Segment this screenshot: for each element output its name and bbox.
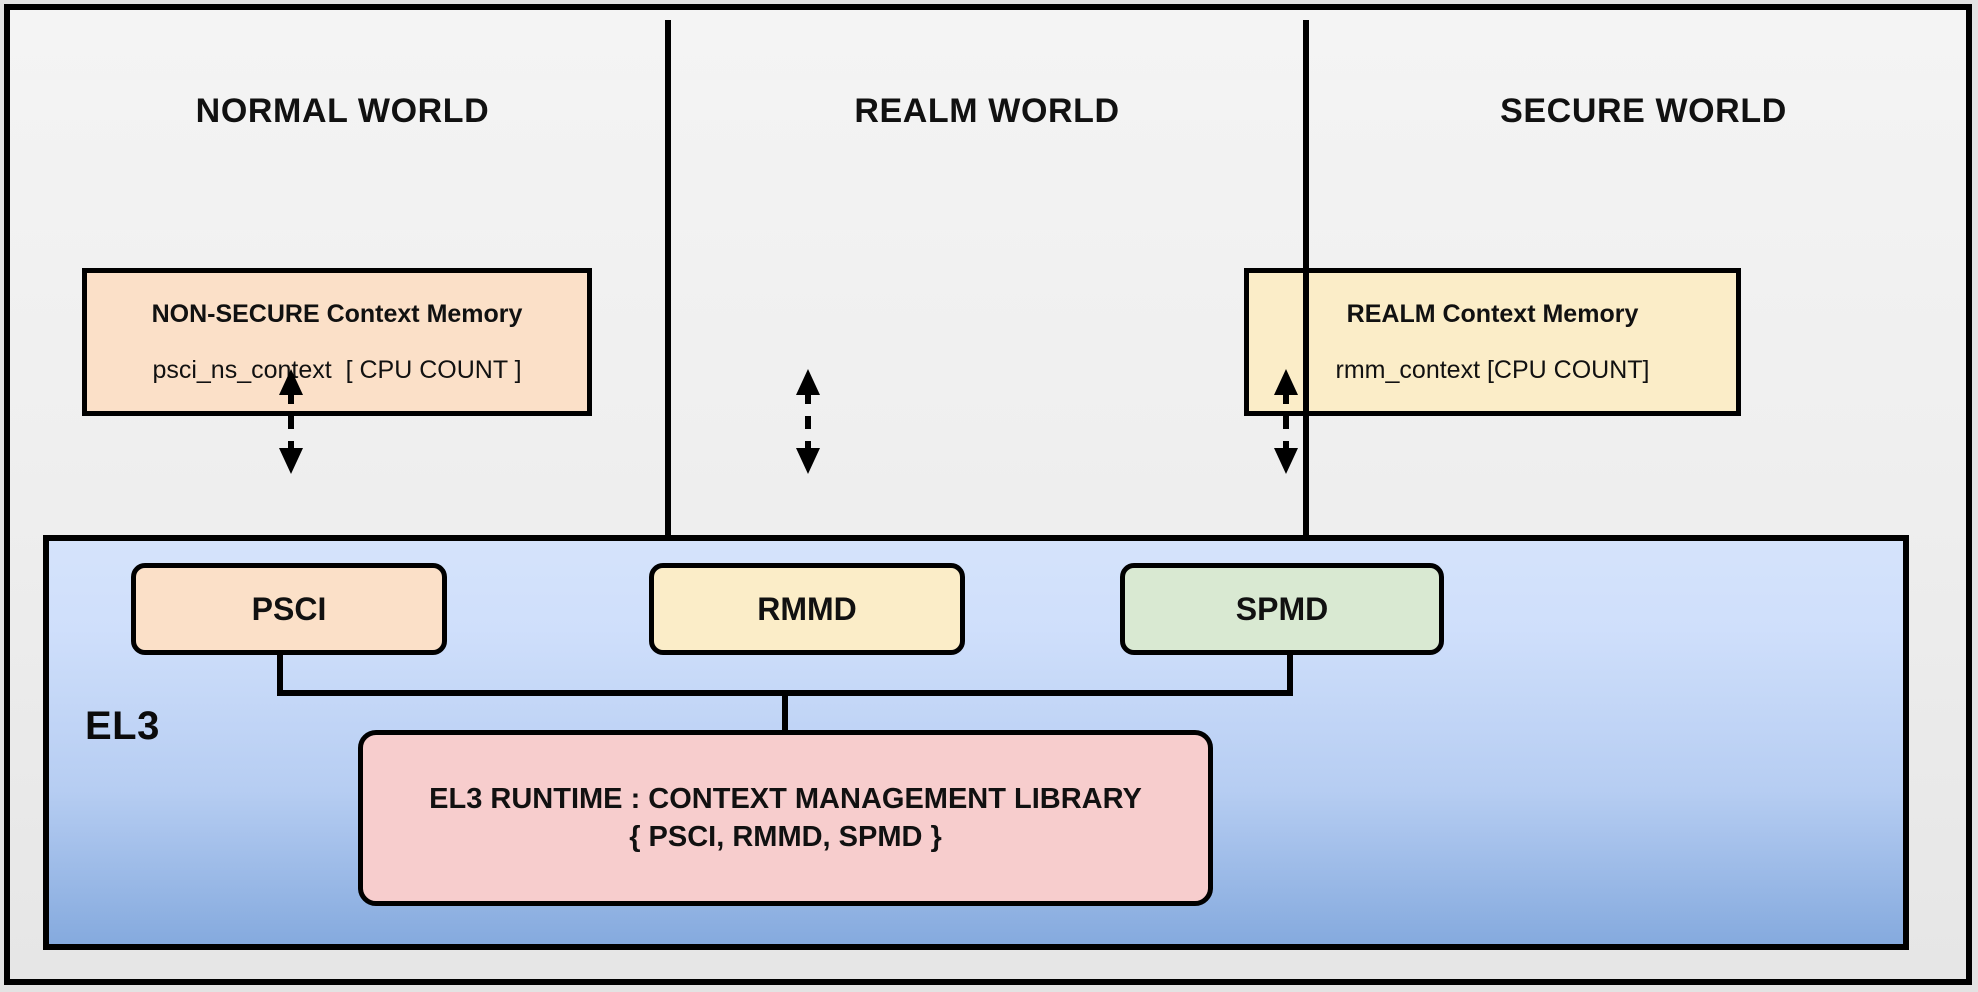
dispatcher-spmd[interactable]: SPMD <box>1120 563 1444 655</box>
context-memory-title-realm: REALM Context Memory <box>1346 299 1639 328</box>
dispatcher-rmmd[interactable]: RMMD <box>649 563 965 655</box>
double-arrow-vertical-dashed-icon-secure <box>1274 369 1298 474</box>
context-memory-subtitle-realm: rmm_context [CPU COUNT] <box>1335 355 1650 384</box>
double-arrow-vertical-dashed-icon-normal <box>279 369 303 474</box>
dispatcher-psci-label: PSCI <box>251 590 327 627</box>
el3-runtime-line-2: { PSCI, RMMD, SPMD } <box>629 821 942 853</box>
connector-spmd-stub <box>1287 655 1293 696</box>
el3-runtime-box[interactable]: EL3 RUNTIME : CONTEXT MANAGEMENT LIBRARY… <box>358 730 1213 906</box>
world-column-realm: REALM WORLD REALM Context Memory rmm_con… <box>671 20 1741 545</box>
context-memory-box-realm: REALM Context Memory rmm_context [CPU CO… <box>1244 268 1741 416</box>
context-memory-box-non-secure: NON-SECURE Context Memory psci_ns_contex… <box>82 268 592 416</box>
connector-psci-stub <box>277 655 283 696</box>
context-memory-subtitle-non-secure: psci_ns_context [ CPU COUNT ] <box>152 355 522 384</box>
diagram-outer-frame: NORMAL WORLD NON-SECURE Context Memory p… <box>4 4 1972 985</box>
world-divider-normal-realm <box>665 20 671 545</box>
el3-label: EL3 <box>85 704 160 748</box>
world-title-secure: SECURE WORLD <box>1500 92 1787 130</box>
worlds-band: NORMAL WORLD NON-SECURE Context Memory p… <box>20 20 1978 545</box>
world-title-normal: NORMAL WORLD <box>195 92 490 130</box>
world-divider-realm-secure <box>1303 20 1309 545</box>
dispatcher-rmmd-label: RMMD <box>757 590 857 627</box>
dispatcher-psci[interactable]: PSCI <box>131 563 447 655</box>
double-arrow-vertical-dashed-icon-realm <box>796 369 820 474</box>
context-memory-title-non-secure: NON-SECURE Context Memory <box>151 299 523 328</box>
el3-runtime-line-1: EL3 RUNTIME : CONTEXT MANAGEMENT LIBRARY <box>429 782 1142 815</box>
el3-panel: EL3 PSCI RMMD SPMD EL3 RUNTIME : CONTEXT… <box>43 535 1909 950</box>
world-title-realm: REALM WORLD <box>854 92 1120 130</box>
world-column-secure: SECURE WORLD SECURE Context Memory spm_c… <box>1309 20 1978 545</box>
connector-runtime-drop <box>782 690 788 734</box>
world-column-normal: NORMAL WORLD NON-SECURE Context Memory p… <box>20 20 665 545</box>
dispatcher-spmd-label: SPMD <box>1235 590 1329 627</box>
